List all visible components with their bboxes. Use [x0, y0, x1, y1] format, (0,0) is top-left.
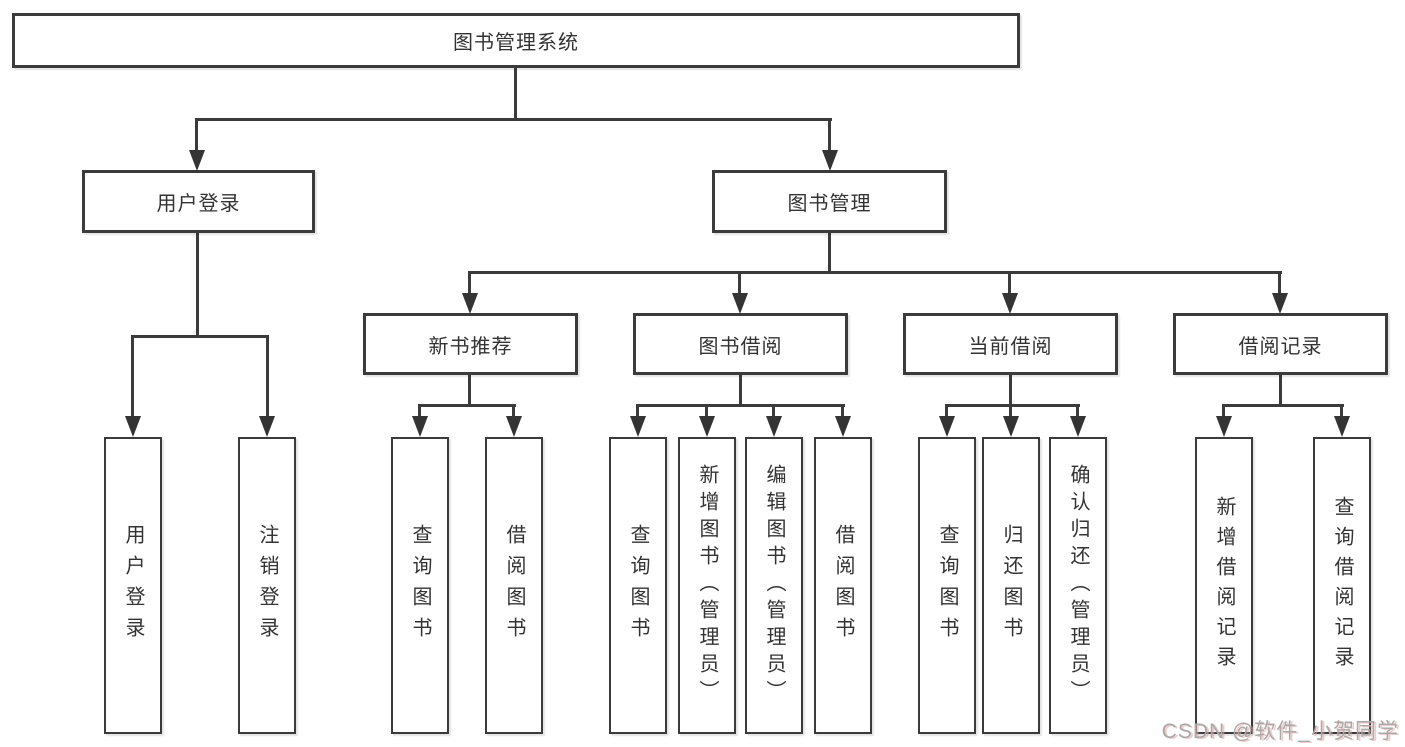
leaf-label: 编辑图书（管理员） [763, 464, 785, 707]
node-root-library-system: 图书管理系统 [12, 13, 1020, 68]
node-new-book-recommend: 新书推荐 [363, 313, 578, 375]
arrowhead-down-icon [506, 416, 522, 437]
connector-drop-level3 [738, 272, 741, 295]
connector-drop-level3 [1008, 272, 1011, 295]
connector-root-crossbar [195, 118, 832, 121]
connector-drop-leaf [1340, 405, 1343, 418]
arrowhead-down-icon [1272, 293, 1288, 314]
connector-root-stem [514, 68, 517, 121]
leaf-current-confirm-return-admin: 确认归还（管理员） [1049, 437, 1107, 734]
leaf-label: 查询图书 [627, 523, 649, 648]
leaf-label: 注销登录 [256, 523, 278, 648]
connector-drop-book-mgmt [828, 119, 831, 152]
arrowhead-down-icon [1070, 416, 1086, 437]
leaf-logout: 注销登录 [238, 437, 296, 734]
leaf-label: 查询图书 [409, 523, 431, 648]
connector-records-crossbar [1222, 404, 1344, 407]
arrowhead-down-icon [412, 416, 428, 437]
connector-drop-leaf [945, 405, 948, 418]
leaf-borrow-edit-book-admin: 编辑图书（管理员） [745, 437, 803, 734]
leaf-user-login: 用户登录 [104, 437, 162, 734]
connector-drop-leaf [772, 405, 775, 418]
connector-recommend-stem [468, 374, 471, 407]
leaf-recommend-query-book: 查询图书 [391, 437, 449, 734]
connector-current-crossbar [945, 404, 1080, 407]
connector-current-stem [1009, 374, 1012, 407]
leaf-label: 查询借阅记录 [1331, 495, 1353, 676]
arrowhead-down-icon [462, 293, 478, 314]
arrowhead-down-icon [1003, 416, 1019, 437]
node-current-borrow: 当前借阅 [903, 313, 1118, 375]
leaf-label: 归还图书 [1000, 523, 1022, 648]
arrowhead-down-icon [259, 416, 275, 437]
leaf-label: 确认归还（管理员） [1067, 464, 1089, 707]
connector-recommend-crossbar [418, 404, 516, 407]
connector-drop-leaf [418, 405, 421, 418]
connector-user-login-crossbar [131, 335, 269, 338]
connector-drop-level3 [1278, 272, 1281, 295]
connector-drop-user-login [195, 119, 198, 152]
connector-drop-leaf [841, 405, 844, 418]
connector-drop-leaf [1076, 405, 1079, 418]
leaf-label: 查询图书 [936, 523, 958, 648]
connector-drop-level3 [468, 272, 471, 295]
arrowhead-down-icon [939, 416, 955, 437]
arrowhead-down-icon [125, 416, 141, 437]
connector-book-mgmt-stem [828, 231, 831, 273]
connector-drop-leaf [1222, 405, 1225, 418]
arrowhead-down-icon [766, 416, 782, 437]
arrowhead-down-icon [1002, 293, 1018, 314]
leaf-label: 用户登录 [122, 523, 144, 648]
node-user-login: 用户登录 [82, 170, 315, 233]
connector-borrow-crossbar [636, 404, 845, 407]
leaf-label: 新增图书（管理员） [696, 464, 718, 707]
leaf-borrow-borrow-book: 借阅图书 [814, 437, 872, 734]
arrowhead-down-icon [1216, 416, 1232, 437]
connector-drop-leaf [512, 405, 515, 418]
leaf-label: 借阅图书 [503, 523, 525, 648]
leaf-current-query-book: 查询图书 [918, 437, 976, 734]
leaf-records-add-record: 新增借阅记录 [1195, 437, 1253, 734]
csdn-watermark: CSDN @软件_小贺同学 [1161, 720, 1399, 743]
connector-drop-leaf [636, 405, 639, 418]
leaf-label: 借阅图书 [832, 523, 854, 648]
arrowhead-down-icon [822, 150, 838, 171]
connector-drop-leaf [266, 336, 269, 417]
leaf-recommend-borrow-book: 借阅图书 [485, 437, 543, 734]
connector-borrow-stem [739, 374, 742, 407]
leaf-borrow-add-book-admin: 新增图书（管理员） [678, 437, 736, 734]
leaf-borrow-query-book: 查询图书 [609, 437, 667, 734]
leaf-records-query-record: 查询借阅记录 [1313, 437, 1371, 734]
connector-records-stem [1279, 374, 1282, 407]
node-borrow-records: 借阅记录 [1173, 313, 1388, 375]
connector-user-login-stem [196, 231, 199, 338]
leaf-label: 新增借阅记录 [1213, 495, 1235, 676]
connector-drop-leaf [131, 336, 134, 417]
node-book-management: 图书管理 [712, 170, 947, 233]
arrowhead-down-icon [835, 416, 851, 437]
arrowhead-down-icon [699, 416, 715, 437]
arrowhead-down-icon [189, 150, 205, 171]
connector-book-mgmt-crossbar [468, 271, 1282, 274]
leaf-current-return-book: 归还图书 [982, 437, 1040, 734]
connector-drop-leaf [1009, 405, 1012, 418]
arrowhead-down-icon [630, 416, 646, 437]
node-book-borrow: 图书借阅 [633, 313, 848, 375]
arrowhead-down-icon [732, 293, 748, 314]
connector-drop-leaf [705, 405, 708, 418]
arrowhead-down-icon [1334, 416, 1350, 437]
